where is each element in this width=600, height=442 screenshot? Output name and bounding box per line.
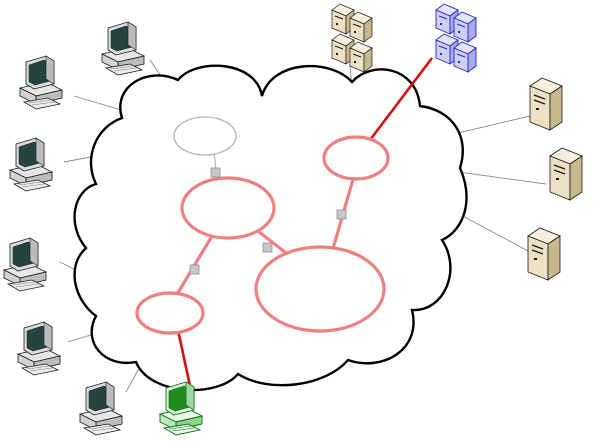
router-ellipse-icon-center [180,176,276,240]
network-cloud-icon [73,64,468,392]
link-connector-icon [336,209,347,220]
desktop-computer-icon [17,321,61,376]
server-rack-icon [331,3,373,73]
router-ellipse-icon-top-left [173,116,237,156]
server-rack-icon-highlighted [435,3,477,73]
link-top-right-blue-rack [368,57,434,141]
link-connectors [189,167,347,275]
active-links [176,57,434,387]
desktop-computer-icon [9,137,53,192]
tower-server-icon [529,77,563,131]
link-connector-icon [189,264,200,275]
desktop-computer-icon [19,55,63,110]
desktop-computer-icon [79,381,123,436]
link-center-large [252,226,292,258]
router-ellipse-icon-top-right [322,135,390,181]
desktop-computer-icon [101,21,145,76]
router-ellipse-icon-large [254,245,386,333]
link-connector-icon [210,167,221,178]
router-ellipse-icon-bottom-left [135,291,205,335]
tower-server-icon [527,227,561,281]
tower-server-icon [549,147,583,201]
desktop-computer-icon [3,237,47,292]
link-bottom-left-green-pc [176,329,192,387]
link-connector-icon [262,242,273,253]
